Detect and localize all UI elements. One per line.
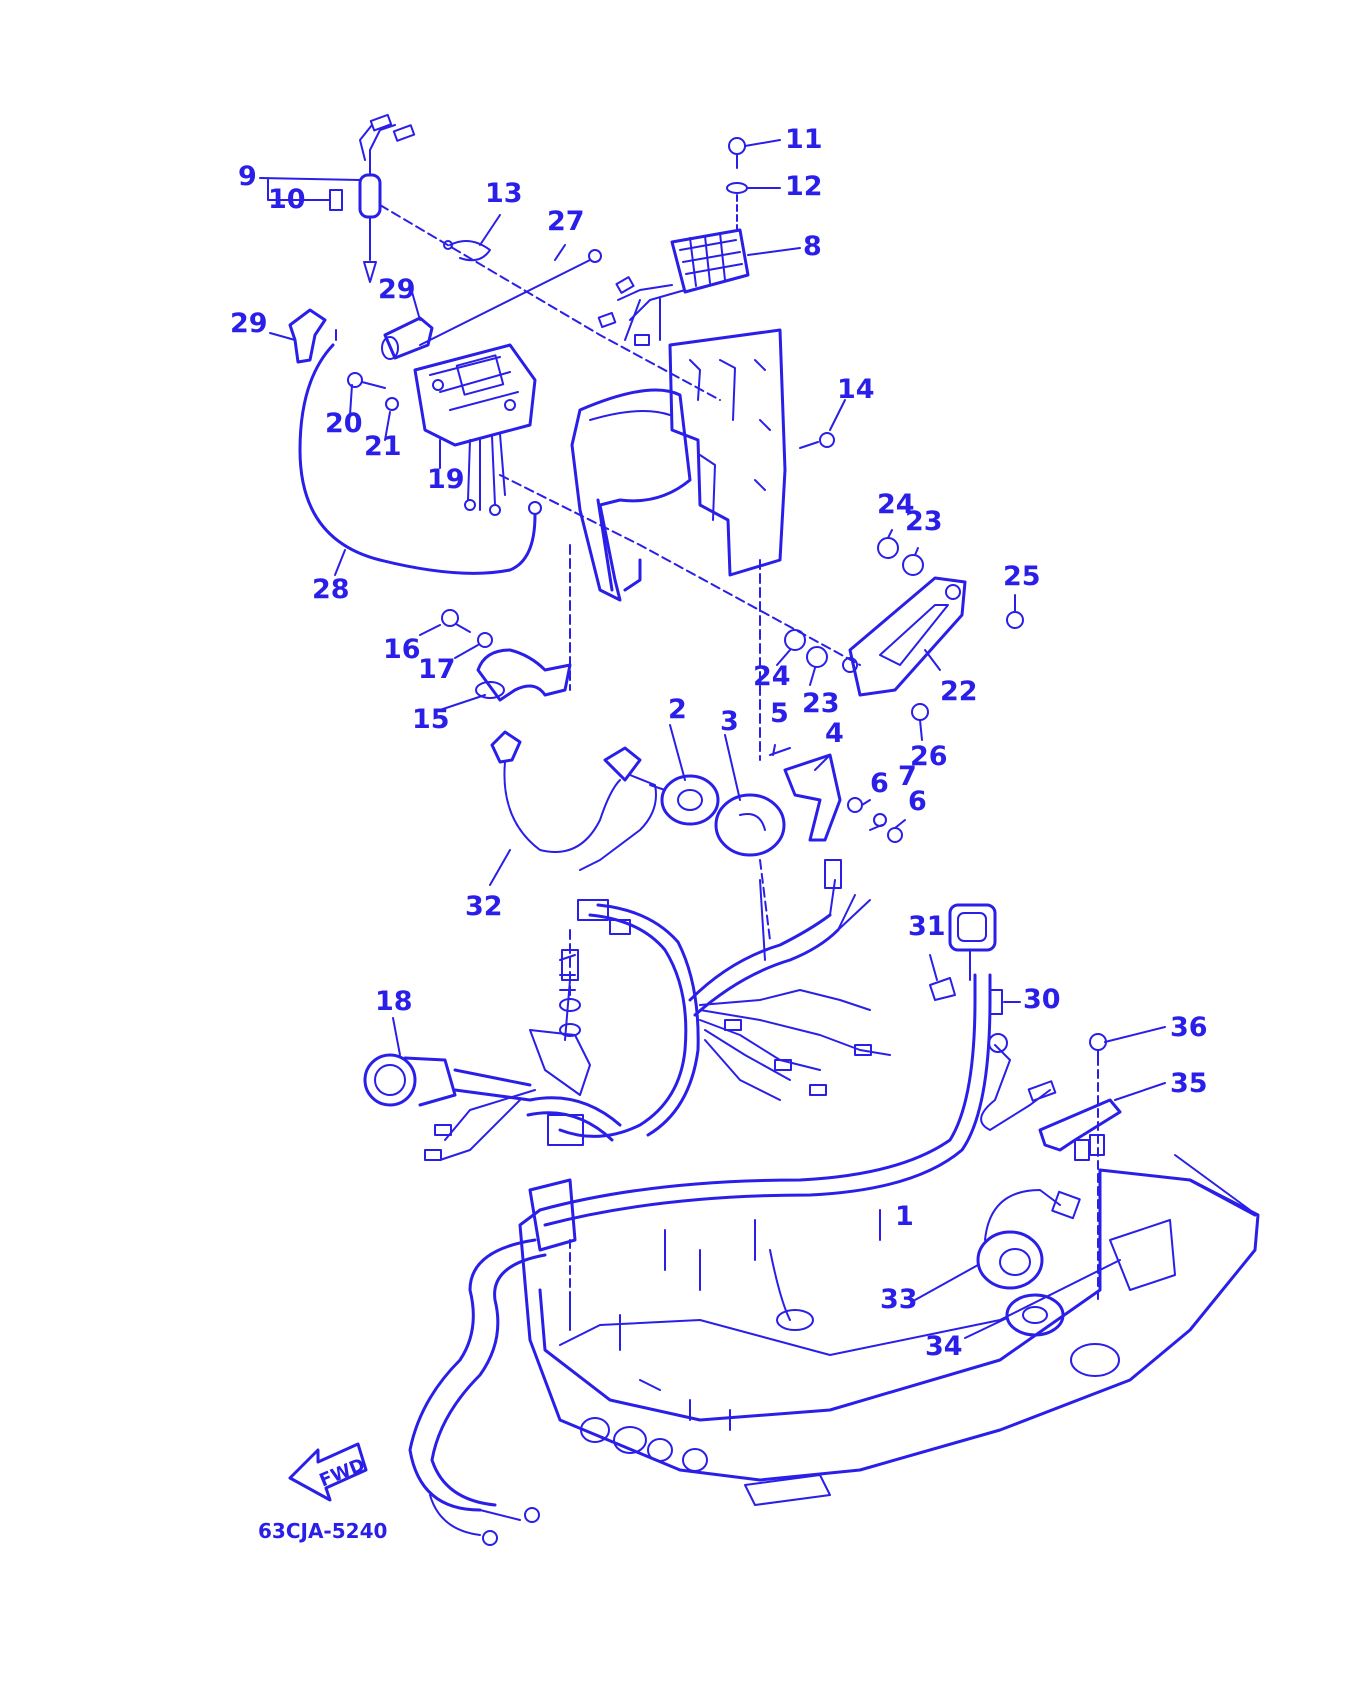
bolt-36 (1089, 1033, 1107, 1301)
nut-25 (1006, 611, 1024, 629)
callout-13: 13 (485, 178, 523, 209)
callout-16: 16 (383, 634, 421, 665)
bolt-20 (347, 372, 386, 389)
callout-21: 21 (364, 431, 402, 462)
callout-14: 14 (837, 374, 875, 405)
callout-11: 11 (785, 124, 823, 155)
callout-7: 7 (898, 761, 917, 792)
washer-17 (477, 632, 493, 648)
bottom-cowling (518, 1154, 1260, 1506)
grommet-24a (877, 537, 899, 559)
callout-23: 23 (905, 506, 943, 537)
connector-31 (929, 977, 956, 1001)
cdi-unit (413, 343, 537, 516)
callout-34: 34 (925, 1331, 963, 1362)
bracket-22 (842, 576, 967, 697)
callout-31: 31 (908, 911, 946, 942)
spark-plug-cap-29a (288, 308, 327, 364)
washer-12 (726, 182, 781, 231)
bolt-26 (911, 703, 929, 721)
grommet-23a (902, 554, 924, 576)
callout-24: 24 (877, 489, 915, 520)
washer-7 (873, 813, 887, 827)
callout-30: 30 (1023, 984, 1061, 1015)
callout-1: 1 (895, 1201, 914, 1232)
callout-28: 28 (312, 574, 350, 605)
plate-4 (783, 753, 842, 842)
charge-coil-3 (714, 793, 786, 857)
ignition-coil (329, 113, 416, 283)
arrow-left-icon (288, 1442, 368, 1502)
callout-10: 10 (268, 184, 306, 215)
callout-5: 5 (770, 698, 789, 729)
callout-15: 15 (412, 704, 450, 735)
washer-21 (385, 397, 399, 411)
sleeve-30 (989, 989, 1003, 1015)
remote-cable (408, 1238, 547, 1546)
callout-24: 24 (753, 661, 791, 692)
cable-1 (538, 903, 997, 1227)
nut-6a (847, 797, 863, 813)
plug-cap-wire-32 (490, 730, 657, 871)
callout-36: 36 (1170, 1012, 1208, 1043)
terminal-35 (1038, 1098, 1122, 1161)
pulser-coil-2 (649, 774, 720, 826)
electrical-bracket (570, 328, 787, 602)
callout-29: 29 (378, 274, 416, 305)
cowling-grommet (528, 1178, 577, 1321)
wire-harness (424, 859, 891, 1161)
callout-35: 35 (1170, 1068, 1208, 1099)
callout-26: 26 (910, 741, 948, 772)
callout-32: 32 (465, 891, 503, 922)
nut-6b (887, 827, 903, 843)
main-harness-connector-18 (363, 1053, 532, 1107)
callout-20: 20 (325, 408, 363, 439)
callout-3: 3 (720, 706, 739, 737)
leader-lines (259, 177, 1166, 1339)
callout-19: 19 (427, 464, 465, 495)
callout-6: 6 (908, 786, 927, 817)
callout-6: 6 (870, 768, 889, 799)
spark-plug-cap-29b (381, 316, 434, 360)
clamp-13 (443, 240, 491, 262)
callout-8: 8 (803, 231, 822, 262)
grommet-34 (1005, 1293, 1065, 1337)
high-tension-cord-28 (298, 329, 542, 575)
callout-29: 29 (230, 308, 268, 339)
callout-4: 4 (825, 718, 844, 749)
callout-18: 18 (375, 986, 413, 1017)
rectifier-regulator (597, 228, 750, 346)
bolt-16 (441, 609, 471, 633)
clamp-bracket-15 (475, 648, 572, 702)
grommet-23b (806, 646, 828, 668)
callout-17: 17 (418, 654, 456, 685)
callout-12: 12 (785, 171, 823, 202)
ground-lead (980, 1033, 1057, 1131)
diagram-code: 63CJA-5240 (258, 1519, 387, 1543)
ground-lead-27 (419, 249, 602, 346)
callout-27: 27 (547, 206, 585, 237)
bolt-11 (728, 137, 781, 169)
callout-2: 2 (668, 694, 687, 725)
callout-33: 33 (880, 1284, 918, 1315)
callout-25: 25 (1003, 561, 1041, 592)
forward-direction-arrow: FWD (288, 1442, 368, 1502)
neutral-switch-33 (976, 1189, 1081, 1290)
screw-14 (799, 432, 835, 449)
callout-23: 23 (802, 688, 840, 719)
harness-fastener (559, 949, 581, 1037)
callout-9: 9 (238, 161, 257, 192)
callout-22: 22 (940, 676, 978, 707)
grommet-24b (784, 629, 806, 651)
